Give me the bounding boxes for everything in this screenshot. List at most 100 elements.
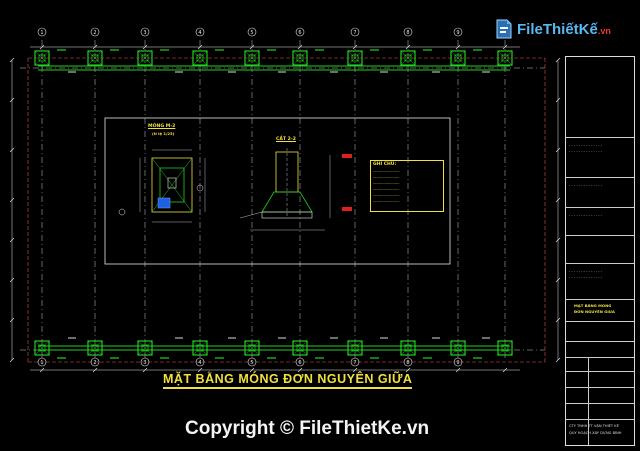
dimension-tick [197, 44, 203, 50]
footing [244, 50, 260, 66]
column [38, 54, 46, 62]
rebar-fill [157, 197, 171, 209]
notes-box: GHI CHÚ: ----------------------- -------… [370, 160, 444, 212]
tb-note-a: - - - - - - - - - - - - - - [569, 143, 603, 147]
footing-diagonal [34, 50, 50, 66]
footing [192, 50, 208, 66]
axis-bubble-top [247, 27, 257, 37]
tb-company-1: CTY TNHH TT VẬN THIẾT KẾ [569, 424, 619, 428]
axis-label-bottom: 6 [298, 360, 301, 366]
footing-plan-inner [159, 167, 185, 203]
dimension-tick [9, 277, 15, 283]
note-line-3: ----------------------- [373, 181, 400, 185]
dimension-tick [9, 357, 15, 363]
column [38, 344, 46, 352]
axis-label-bottom: 4 [198, 360, 201, 366]
axis-label-bottom: 9 [456, 360, 459, 366]
axis-bubble-top [140, 27, 150, 37]
column [296, 344, 304, 352]
footing-diagonal [400, 340, 416, 356]
axis-bubble-bottom [247, 357, 257, 367]
axis-label-bottom: 2 [93, 360, 96, 366]
dimension-tick [9, 57, 15, 63]
lean-concrete [261, 211, 313, 219]
axis-label-top: 7 [353, 30, 356, 36]
footing [347, 50, 363, 66]
logo-domain: .vn [597, 25, 611, 36]
elevation-marker [342, 207, 352, 211]
note-line-5: ----------------------- [373, 193, 400, 197]
dimension-tick [297, 44, 303, 50]
note-line-2: ----------------------- [373, 175, 400, 179]
dimension-tick [555, 147, 561, 153]
dimension-tick [142, 367, 148, 373]
axis-bubble-top [453, 27, 463, 37]
dimension-tick [197, 367, 203, 373]
footing-diagonal [87, 50, 103, 66]
axis-label-bottom: 8 [406, 360, 409, 366]
footing [34, 340, 50, 356]
detail-frame [104, 117, 451, 265]
column [141, 54, 149, 62]
tb-note-b: - - - - - - - - - - - - - - [569, 149, 603, 153]
column [351, 344, 359, 352]
axis-label-top: 4 [198, 30, 201, 36]
axis-bubble-bottom [195, 357, 205, 367]
axis-label-top: 5 [250, 30, 253, 36]
footing-diagonal [450, 50, 466, 66]
footing-diagonal [244, 340, 260, 356]
footing-diagonal [192, 340, 208, 356]
footing [192, 340, 208, 356]
dimension-tick [9, 237, 15, 243]
axis-label-top: 6 [298, 30, 301, 36]
tb-drawing-name-1: MẶT BẰNG MÓNG [574, 304, 612, 308]
footing [87, 50, 103, 66]
detail-left-scale: (tỉ lệ 1/25) [152, 131, 175, 136]
dimension-tick [555, 57, 561, 63]
dimension-lines [9, 44, 561, 373]
column [454, 54, 462, 62]
column [141, 344, 149, 352]
note-line-4: ----------------------- [373, 187, 400, 191]
dimension-tick [555, 277, 561, 283]
elevation-marker [342, 154, 352, 158]
note-line-6: ----------------------- [373, 199, 400, 203]
detail-panel [104, 117, 451, 265]
column [91, 54, 99, 62]
logo-emblem-icon [496, 19, 512, 39]
column [196, 54, 204, 62]
column-plan [167, 177, 177, 189]
footing-diagonal [137, 340, 153, 356]
detail-callout [118, 208, 126, 216]
title-block: - - - - - - - - - - - - - - - - - - - - … [565, 56, 635, 446]
axis-label-bottom: 1 [40, 360, 43, 366]
dimension-tick [555, 97, 561, 103]
axis-bubble-bottom [295, 357, 305, 367]
footing-diagonal [192, 50, 208, 66]
footing [292, 50, 308, 66]
axis-bubble-top [37, 27, 47, 37]
footing [347, 340, 363, 356]
dimension-tick [555, 237, 561, 243]
detail-left-title: MÓNG M-2 [148, 124, 176, 129]
copyright-watermark: Copyright © FileThietKe.vn [185, 418, 430, 439]
footing [450, 340, 466, 356]
axis-bubble-bottom [350, 357, 360, 367]
axis-bubble-top [350, 27, 360, 37]
footing-diagonal [34, 340, 50, 356]
column [248, 344, 256, 352]
column [404, 344, 412, 352]
dimension-tick [92, 367, 98, 373]
footing-diagonal [244, 50, 260, 66]
axis-bubble-bottom [140, 357, 150, 367]
footing-diagonal [497, 50, 513, 66]
axis-bubble-top [90, 27, 100, 37]
footing-diagonal [450, 340, 466, 356]
column [454, 344, 462, 352]
leader-line [239, 211, 263, 219]
footing-diagonal [400, 50, 416, 66]
axis-label-top: 3 [143, 30, 146, 36]
tb-company-2: QUY HOẠCH XÂY DỰNG BÌNH [569, 431, 622, 435]
